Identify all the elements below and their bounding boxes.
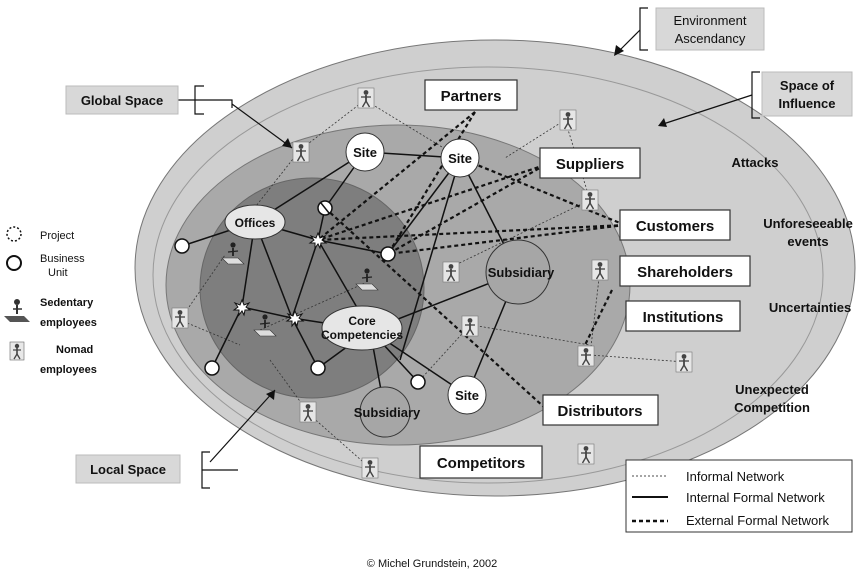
nomad-employee-icon (292, 141, 310, 163)
site-node-1: Site (345, 132, 385, 172)
uncertainties-label: Uncertainties (769, 300, 851, 315)
legend-nomad-label-1: Nomad (56, 344, 93, 356)
business-unit-legend-icon (6, 255, 22, 271)
legend-project-label: Project (40, 230, 74, 242)
customers-box: Customers (619, 209, 731, 241)
sedentary-employee-icons (221, 242, 379, 337)
institutions-box: Institutions (625, 300, 741, 332)
global-space-arrowhead (282, 138, 292, 148)
partners-label: Partners (441, 88, 502, 105)
site-node-2: Site (440, 138, 480, 178)
core-competencies-node: Core Competencies (321, 305, 403, 351)
external-network-label: External Formal Network (686, 513, 830, 528)
nomad-employee-icon (559, 109, 577, 131)
nomad-employee-icon (581, 189, 599, 211)
core-competencies-label-2: Competencies (321, 328, 403, 342)
subsidiary-label-2: Subsidiary (354, 405, 421, 420)
nomad-employee-icon (675, 351, 693, 373)
site-label-3: Site (455, 388, 479, 403)
local-space-label: Local Space (90, 462, 166, 477)
left-legend: Project Business Unit Sedentary employee… (4, 226, 97, 376)
unexpected-label-1: Unexpected (735, 382, 809, 397)
competitors-label: Competitors (437, 455, 525, 472)
legend-nomad-label-2: employees (40, 364, 97, 376)
sedentary-legend-icon (4, 299, 30, 322)
nomad-employee-icon (461, 315, 479, 337)
site-label-1: Site (353, 145, 377, 160)
unexpected-label-2: Competition (734, 400, 810, 415)
legend-sedentary-label-2: employees (40, 317, 97, 329)
shareholders-box: Shareholders (619, 255, 751, 287)
site-label-2: Site (448, 151, 472, 166)
informal-network-label: Informal Network (686, 469, 785, 484)
distributors-label: Distributors (557, 403, 642, 420)
legend-sedentary-label-1: Sedentary (40, 297, 94, 309)
nomad-legend-icon (9, 341, 25, 361)
suppliers-box: Suppliers (539, 147, 641, 179)
space-of-influence-label-2: Influence (778, 96, 835, 111)
nomad-employee-icon (442, 261, 460, 283)
internal-network-label: Internal Formal Network (686, 490, 825, 505)
sedentary-employee-icon (221, 242, 245, 265)
offices-node: Offices (224, 204, 286, 240)
local-space-arrowhead (266, 390, 275, 400)
subsidiary-label-1: Subsidiary (488, 265, 555, 280)
external-network-lines (317, 111, 626, 409)
nomad-employee-icon (299, 401, 317, 423)
nomad-employee-icon (577, 443, 595, 465)
business-unit-icons (174, 238, 426, 390)
nomad-employee-icon (361, 457, 379, 479)
attacks-label: Attacks (732, 155, 779, 170)
space-of-influence-box: Space of Influence (761, 71, 853, 117)
environment-ascendancy-box: Environment Ascendancy (655, 7, 765, 51)
environment-arrowhead (614, 45, 624, 56)
project-icons (232, 231, 328, 328)
nomad-employee-icon (171, 307, 189, 329)
global-space-box: Global Space (65, 85, 179, 115)
influence-arrowhead (658, 118, 667, 127)
space-of-influence-label-1: Space of (780, 78, 835, 93)
subsidiary-node-2: Subsidiary (354, 386, 421, 438)
nomad-employee-icon (577, 345, 595, 367)
project-legend-icon (6, 226, 22, 242)
copyright-text: © Michel Grundstein, 2002 (367, 558, 497, 570)
nomad-employee-icon (591, 259, 609, 281)
subsidiary-node-1: Subsidiary (485, 239, 555, 305)
legend-business-unit-label-1: Business (40, 253, 85, 265)
pointer-lines (178, 7, 760, 489)
global-space-label: Global Space (81, 93, 163, 108)
site-node-3: Site (447, 375, 487, 415)
shareholders-label: Shareholders (637, 264, 733, 281)
suppliers-label: Suppliers (556, 156, 624, 173)
nomad-employee-icons (171, 87, 693, 479)
sedentary-employee-icon (253, 314, 277, 337)
legend-business-unit-label-2: Unit (48, 267, 68, 279)
unforeseeable-label-1: Unforeseeable (763, 216, 853, 231)
environment-ascendancy-label-2: Ascendancy (675, 31, 746, 46)
institutions-label: Institutions (643, 309, 724, 326)
unforeseeable-label-2: events (787, 234, 828, 249)
local-space-box: Local Space (75, 454, 181, 484)
core-competencies-label-1: Core (348, 314, 376, 328)
environment-ascendancy-label-1: Environment (674, 13, 747, 28)
nomad-employee-icon (357, 87, 375, 109)
distributors-box: Distributors (542, 394, 659, 426)
competitors-box: Competitors (419, 445, 543, 479)
environment-inner-ring (152, 66, 824, 484)
partners-box: Partners (424, 79, 518, 111)
sedentary-employee-icon (355, 268, 379, 291)
customers-label: Customers (636, 218, 714, 235)
business-unit-slashed-icon (317, 200, 333, 216)
offices-label: Offices (235, 216, 276, 230)
network-legend: Informal Network Internal Formal Network… (625, 459, 853, 533)
